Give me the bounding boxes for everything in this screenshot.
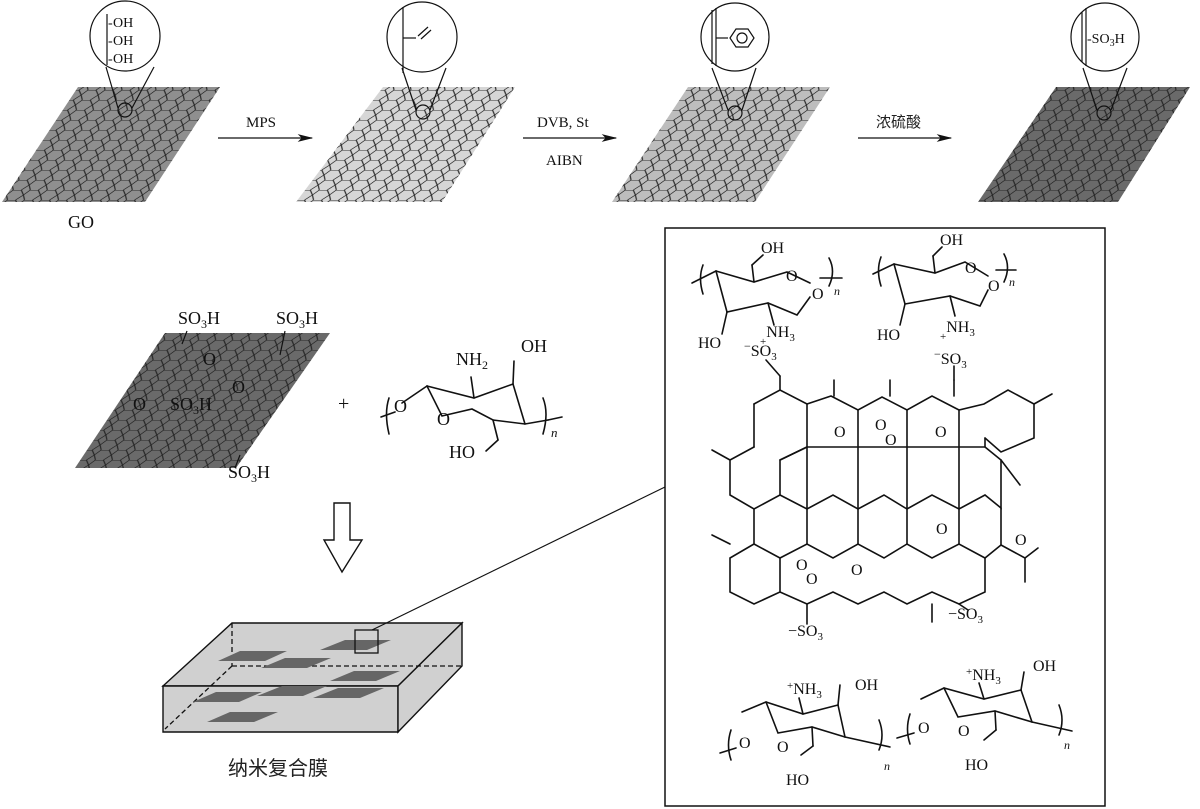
repeat-n: n (551, 425, 558, 440)
go-label: GO (68, 212, 94, 232)
glycosidic-o: O (988, 278, 1000, 295)
go-sheet: - OH - OH - OH GO (2, 0, 220, 232)
ho-label: HO (449, 442, 475, 462)
sulfonated-go-sheet: SO3H SO3H SO3H SO3H O O O (75, 308, 330, 485)
sulfonate-label: −SO3 (934, 347, 967, 371)
magnify-spot (117, 102, 133, 118)
epoxide-o: O (875, 417, 887, 434)
reaction-arrow-sulfuric: 浓硫酸 (858, 113, 953, 142)
benzene-icon (729, 28, 755, 48)
epoxide-o: O (935, 424, 947, 441)
sgo-flake (257, 686, 327, 696)
glycosidic-o: O (394, 396, 407, 416)
chitosan-unit-top-2: OH O O n HO +NH3 (872, 232, 1017, 344)
oh-label: OH (521, 336, 547, 356)
chitosan-structure: O O NH2 OH HO n (380, 336, 563, 462)
sulfonated-sheet: -SO3H (978, 2, 1190, 202)
epoxy-o: O (133, 394, 146, 414)
oh-label-1: - (108, 16, 113, 31)
inset-circle (700, 2, 770, 72)
reagent-label: MPS (246, 115, 276, 131)
sgo-flake (261, 658, 331, 668)
epoxide-o: O (851, 562, 863, 579)
reaction-arrow-dvb: DVB, St AIBN (523, 115, 618, 169)
oh-group: OH (113, 34, 133, 49)
initiator-label: AIBN (546, 153, 583, 169)
sgo-structure: −SO3 −SO3 −SO3 −SO3 O O O O O O O O O (711, 339, 1053, 643)
inset-circle (1070, 2, 1140, 72)
oh-label: OH (761, 240, 785, 257)
so3h-label: SO3H (178, 308, 220, 331)
oh-group: OH (113, 16, 133, 31)
epoxy-o: O (203, 349, 216, 369)
chitosan-unit-bottom-1: O O +NH3 OH HO n (719, 677, 891, 789)
ho-label: HO (786, 772, 809, 789)
epoxide-o: O (834, 424, 846, 441)
reagent-label: DVB, St (537, 115, 590, 131)
inset-circle (89, 0, 161, 72)
glycosidic-o: O (812, 286, 824, 303)
nh3-plus-label: +NH3 (940, 319, 975, 343)
svg-text:-: - (108, 34, 113, 49)
ring-o: O (437, 409, 450, 429)
ho-label: HO (877, 327, 900, 344)
repeat-n: n (834, 284, 840, 298)
sulfonic-inset-label: -SO3H (1087, 32, 1125, 49)
sulfonate-label: −SO3 (788, 623, 823, 643)
ring-o: O (786, 268, 798, 285)
ho-label: HO (698, 335, 721, 352)
so3h-label: SO3H (276, 308, 318, 331)
sgo-flake (218, 651, 287, 661)
inset-circle (386, 1, 458, 73)
svg-text:-: - (108, 52, 113, 67)
sulfonate-label: −SO3 (948, 606, 983, 626)
oh-label: OH (940, 232, 964, 249)
nanocomposite-membrane: 纳米复合膜 (161, 486, 666, 780)
nh3-plus-label: +NH3 (966, 666, 1001, 687)
ho-label: HO (965, 757, 988, 774)
sgo-flake (193, 692, 262, 702)
repeat-n: n (1064, 738, 1070, 752)
down-arrow-icon (322, 502, 364, 574)
so3h-label: SO3H (170, 394, 212, 417)
reaction-arrow-mps: MPS (218, 115, 314, 142)
chitosan-unit-top-1: OH O O n HO +NH3 (691, 240, 843, 352)
polymer-sheet (612, 2, 830, 202)
reagent-label: 浓硫酸 (876, 113, 921, 131)
nh3-plus-label: +NH3 (787, 680, 822, 701)
ring-o: O (965, 260, 977, 277)
repeat-n: n (884, 759, 890, 773)
ring-o: O (958, 723, 970, 740)
epoxide-o: O (885, 432, 897, 449)
zoom-region-box (354, 629, 379, 654)
detail-panel (664, 227, 1106, 807)
membrane-label: 纳米复合膜 (228, 756, 328, 780)
glycosidic-o: O (918, 720, 930, 737)
plus-sign: + (338, 393, 349, 415)
oh-group: OH (113, 52, 133, 67)
nh2-label: NH2 (456, 349, 488, 372)
epoxy-o: O (232, 377, 245, 397)
sgo-flake (207, 712, 278, 722)
epoxide-o: O (796, 557, 808, 574)
nh3-plus-label: +NH3 (760, 324, 795, 348)
mps-sheet (296, 1, 515, 202)
epoxide-o: O (936, 521, 948, 538)
sgo-flake (330, 671, 400, 681)
so3h-label: SO3H (228, 462, 270, 485)
ring-o: O (777, 739, 789, 756)
callout-line (371, 486, 666, 631)
epoxide-o: O (806, 571, 818, 588)
sgo-flake (313, 688, 384, 698)
oh-label: OH (1033, 658, 1057, 675)
carbonyl-o: O (1015, 532, 1027, 549)
glycosidic-o: O (739, 735, 751, 752)
chitosan-unit-bottom-2: O O +NH3 OH HO n (896, 658, 1073, 774)
oh-label: OH (855, 677, 879, 694)
sulfonate-label: −SO3 (744, 339, 777, 363)
repeat-n: n (1009, 275, 1015, 289)
